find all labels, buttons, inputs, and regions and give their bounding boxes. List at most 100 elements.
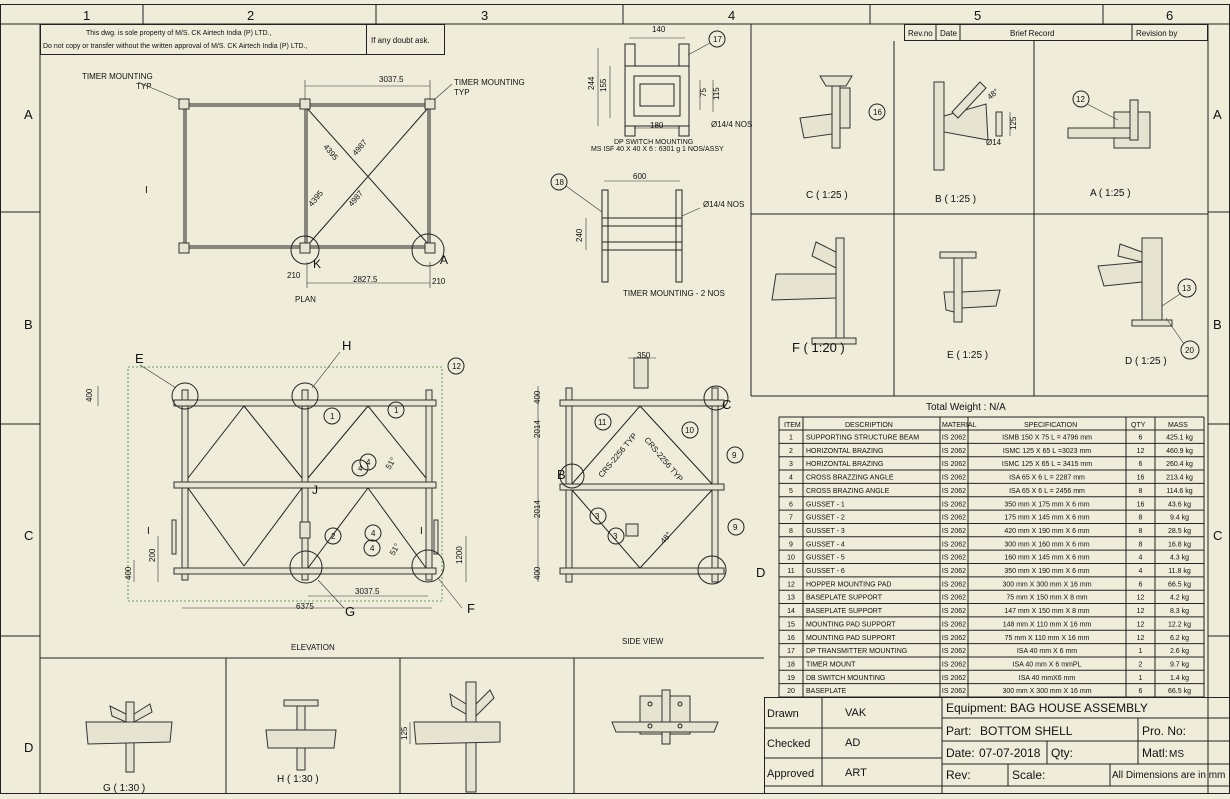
plan-timer-typ-left: TYP — [136, 82, 152, 91]
rev-header-revno: Rev.no — [908, 29, 933, 38]
bom-cell-specification: ISMC 125 X 65 L =3023 mm — [1003, 448, 1091, 455]
plan-diag-3: 4395 — [307, 188, 326, 208]
bom-cell-material: IS 2062 — [942, 515, 966, 522]
detail-d-drawing — [1097, 237, 1200, 360]
bom-cell-mass: 11.8 kg — [1168, 568, 1191, 575]
plan-timer-label-right: TIMER MOUNTING — [454, 78, 525, 87]
bom-cell-description: BASEPLATE — [806, 688, 847, 695]
plan-diag-4: 4987 — [347, 188, 366, 208]
row-label-d-left: D — [24, 740, 33, 755]
side-balloon-3a: 3 — [595, 512, 600, 521]
part-label: Part: — [946, 724, 971, 738]
bom-cell-qty: 8 — [1139, 541, 1143, 548]
bom-cell-description: BASEPLATE SUPPORT — [806, 608, 883, 615]
bom-cell-description: BASEPLATE SUPPORT — [806, 595, 883, 602]
bom-cell-material: IS 2062 — [942, 435, 966, 442]
dp-dim-115: 115 — [712, 87, 721, 100]
bom-cell-qty: 4 — [1139, 568, 1143, 575]
equipment-name: Equipment: BAG HOUSE ASSEMBLY — [946, 701, 1148, 715]
balloon-16: 16 — [873, 108, 882, 117]
bom-cell-material: IS 2062 — [942, 568, 966, 575]
notice-line-2: Do not copy or transfer without the writ… — [43, 43, 307, 50]
bom-cell-specification: 300 mm X 300 mm X 16 mm — [1002, 688, 1091, 695]
balloon-12-detail: 12 — [1076, 95, 1085, 104]
bom-table-grid — [778, 416, 1205, 698]
col-label-5: 5 — [974, 8, 981, 23]
bom-cell-mass: 9.4 kg — [1170, 515, 1189, 522]
bom-cell-description: CROSS BRAZZING ANGLE — [806, 475, 894, 482]
elev-balloon-4d: 4 — [370, 544, 375, 553]
detail-f-label: F ( 1:20 ) — [792, 340, 845, 355]
detail-g-label: G ( 1:30 ) — [103, 783, 145, 794]
bom-cell-qty: 1 — [1139, 648, 1143, 655]
bom-cell-item: 10 — [787, 555, 795, 562]
elev-dim-400b: 400 — [124, 566, 133, 580]
side-cross-1: CRS-2256 TYP — [597, 431, 639, 479]
detail-j-drawing — [611, 689, 719, 745]
side-view — [537, 357, 745, 585]
bom-cell-mass: 213.4 kg — [1166, 475, 1193, 482]
bom-cell-description: DB SWITCH MOUNTING — [806, 675, 885, 682]
svg-text:I: I — [145, 185, 148, 196]
material-label: Matl: — [1142, 746, 1168, 760]
bom-cell-qty: 12 — [1137, 635, 1145, 642]
bom-cell-material: IS 2062 — [942, 541, 966, 548]
col-label-4: 4 — [728, 8, 735, 23]
approved-label: Approved — [767, 768, 814, 780]
bom-cell-qty: 12 — [1137, 448, 1145, 455]
bom-cell-specification: ISA 40 mm X 6 mmPL — [1013, 661, 1082, 668]
row-label-b-right: B — [1213, 317, 1222, 332]
scale-label: Scale: — [1012, 768, 1045, 782]
bom-cell-mass: 4.2 kg — [1170, 595, 1189, 602]
side-dim-400: 400 — [533, 390, 542, 404]
col-label-6: 6 — [1166, 8, 1173, 23]
detail-e-label: E ( 1:25 ) — [947, 350, 988, 361]
bom-cell-item: 5 — [789, 488, 793, 495]
bom-cell-mass: 9.7 kg — [1170, 661, 1189, 668]
bom-cell-material: IS 2062 — [942, 595, 966, 602]
side-balloon-9a: 9 — [732, 451, 737, 460]
bom-cell-material: IS 2062 — [942, 448, 966, 455]
bom-cell-qty: 1 — [1139, 675, 1143, 682]
checked-by: AD — [845, 737, 860, 749]
bom-cell-description: DP TRANSMITTER MOUNTING — [806, 648, 907, 655]
bom-cell-mass: 2.6 kg — [1170, 648, 1189, 655]
detail-h-drawing — [265, 699, 337, 771]
side-balloon-9b: 9 — [733, 523, 738, 532]
timer-title: TIMER MOUNTING - 2 NOS — [623, 289, 725, 298]
bom-cell-mass: 66.5 kg — [1168, 581, 1191, 588]
elev-balloon-4c: 4 — [371, 529, 376, 538]
detail-b-label: B ( 1:25 ) — [935, 194, 976, 205]
bom-cell-material: IS 2062 — [942, 635, 966, 642]
col-label-2: 2 — [247, 8, 254, 23]
dp-caption-1: DP SWITCH MOUNTING — [614, 139, 693, 146]
property-notice-box — [40, 24, 367, 55]
detail-view-grid — [750, 24, 1208, 397]
bom-header-item: ITEM — [784, 422, 801, 429]
bom-cell-specification: 420 mm X 190 mm X 6 mm — [1004, 528, 1089, 535]
elev-balloon-1a: 1 — [330, 412, 335, 421]
elev-mark-h: H — [342, 338, 351, 353]
bom-cell-qty: 6 — [1139, 435, 1143, 442]
bom-cell-mass: 4.3 kg — [1170, 555, 1189, 562]
bom-header-material: MATERIAL — [942, 422, 977, 429]
bom-cell-item: 6 — [789, 501, 793, 508]
dp-hole: Ø14/4 NOS — [711, 120, 752, 129]
bom-cell-qty: 16 — [1137, 475, 1145, 482]
side-balloon-11: 11 — [598, 418, 607, 427]
bom-cell-item: 3 — [789, 461, 793, 468]
side-view-title: SIDE VIEW — [622, 637, 664, 646]
plan-view: I — [137, 80, 453, 288]
plan-dim-bottom: 2827.5 — [353, 275, 378, 284]
